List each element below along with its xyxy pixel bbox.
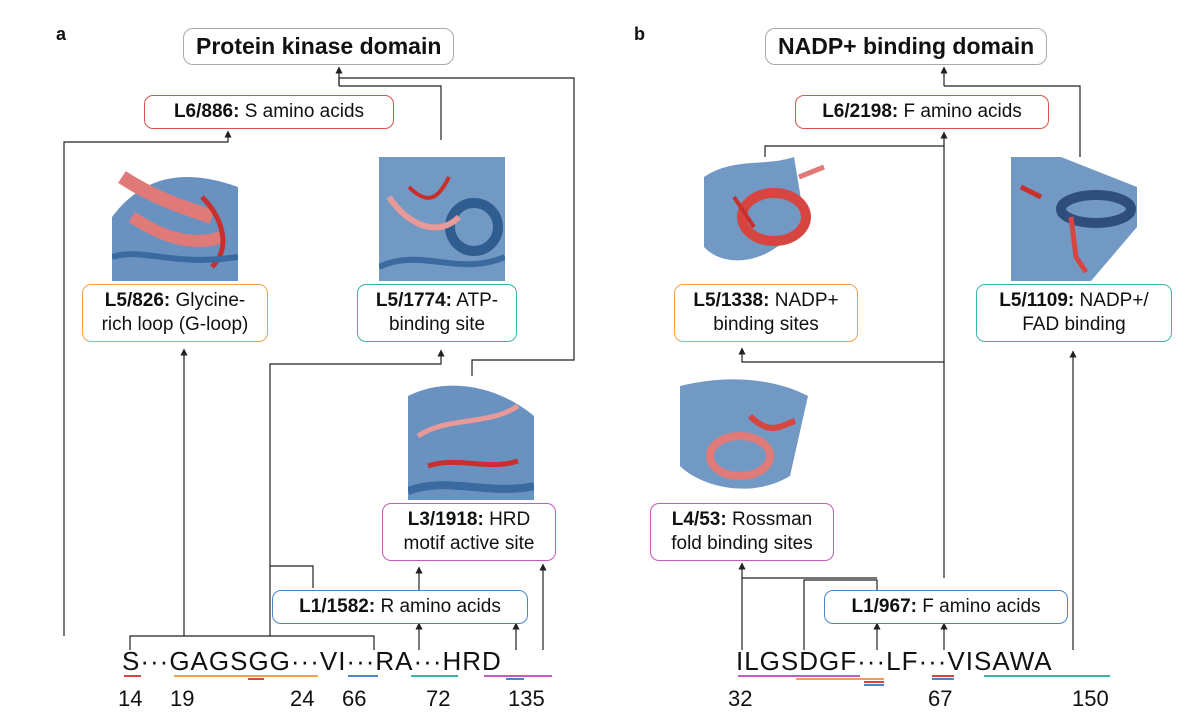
- box-l6-id: L6/886:: [173, 101, 240, 122]
- box-l5-nadp-text2: binding sites: [713, 314, 819, 335]
- panel-b-label: b: [634, 24, 645, 44]
- box-b-l1-id: L1/967:: [851, 596, 917, 617]
- box-b-l6-id: L6/2198:: [822, 101, 899, 122]
- structure-image-rossman: [680, 376, 808, 500]
- box-l4-id: L4/53:: [671, 509, 727, 530]
- box-l5-nadp: L5/1338: NADP+ binding sites: [674, 284, 858, 342]
- structure-image-hrd: [408, 376, 534, 500]
- box-l5-g-loop: L5/826: Glycine- rich loop (G-loop): [82, 284, 268, 342]
- box-l5-g-text: Glycine-: [170, 290, 246, 311]
- position-number: 67: [928, 686, 953, 711]
- box-l5-fad-id: L5/1109:: [999, 290, 1075, 311]
- box-l4-text2: fold binding sites: [671, 533, 813, 554]
- box-b-l1-text: F amino acids: [916, 596, 1041, 617]
- box-l3-id: L3/1918:: [407, 509, 484, 530]
- box-l6-f-amino-acids: L6/2198: F amino acids: [795, 95, 1049, 129]
- position-number: 66: [342, 686, 367, 711]
- box-l5-fad: L5/1109: NADP+/ FAD binding: [976, 284, 1172, 342]
- box-l5-nadp-text: NADP+: [769, 290, 839, 311]
- box-l4-text: Rossman: [726, 509, 813, 530]
- panel-a-label: a: [56, 24, 67, 44]
- box-l5-g-text2: rich loop (G-loop): [101, 314, 249, 335]
- panel-b-title: NADP+ binding domain: [765, 28, 1048, 65]
- position-number: 135: [508, 686, 545, 711]
- position-number: 24: [290, 686, 315, 711]
- box-l5-atp-text: ATP-: [451, 290, 499, 311]
- box-l6-s-amino-acids: L6/886: S amino acids: [144, 95, 394, 129]
- box-l3-text2: motif active site: [403, 533, 535, 554]
- box-l5-nadp-id: L5/1338:: [693, 290, 770, 311]
- box-l3-text: HRD: [483, 509, 531, 530]
- box-l3-hrd: L3/1918: HRD motif active site: [382, 503, 556, 561]
- box-l5-fad-text2: FAD binding: [1022, 314, 1126, 335]
- box-l1-f-amino-acids: L1/967: F amino acids: [824, 590, 1068, 624]
- box-l1-r-amino-acids: L1/1582: R amino acids: [272, 590, 528, 624]
- structure-image-atp: [379, 157, 505, 281]
- position-number: 32: [728, 686, 753, 711]
- position-number: 19: [170, 686, 195, 711]
- box-l5-fad-text: NADP+/: [1074, 290, 1149, 311]
- sequence-a: S···GAGSGG···VI···RA···HRD: [122, 646, 502, 676]
- box-b-l6-text: F amino acids: [898, 101, 1022, 122]
- box-l6-text: S amino acids: [239, 101, 365, 122]
- box-l1-text: R amino acids: [375, 596, 501, 617]
- box-l4-rossman: L4/53: Rossman fold binding sites: [650, 503, 834, 561]
- structure-image-g-loop: [112, 157, 238, 281]
- structure-image-fad: [1011, 157, 1137, 281]
- box-l5-atp-text2: binding site: [388, 314, 486, 335]
- position-number: 150: [1072, 686, 1109, 711]
- panel-a-title: Protein kinase domain: [183, 28, 455, 65]
- box-l1-id: L1/1582:: [299, 596, 376, 617]
- position-number: 72: [426, 686, 451, 711]
- box-l5-atp-id: L5/1774:: [375, 290, 452, 311]
- box-l5-atp: L5/1774: ATP- binding site: [357, 284, 517, 342]
- structure-image-nadp: [704, 157, 832, 269]
- sequence-b: ILGSDGF···LF···VISAWA: [736, 646, 1053, 676]
- box-l5-g-id: L5/826:: [104, 290, 171, 311]
- position-number: 14: [118, 686, 143, 711]
